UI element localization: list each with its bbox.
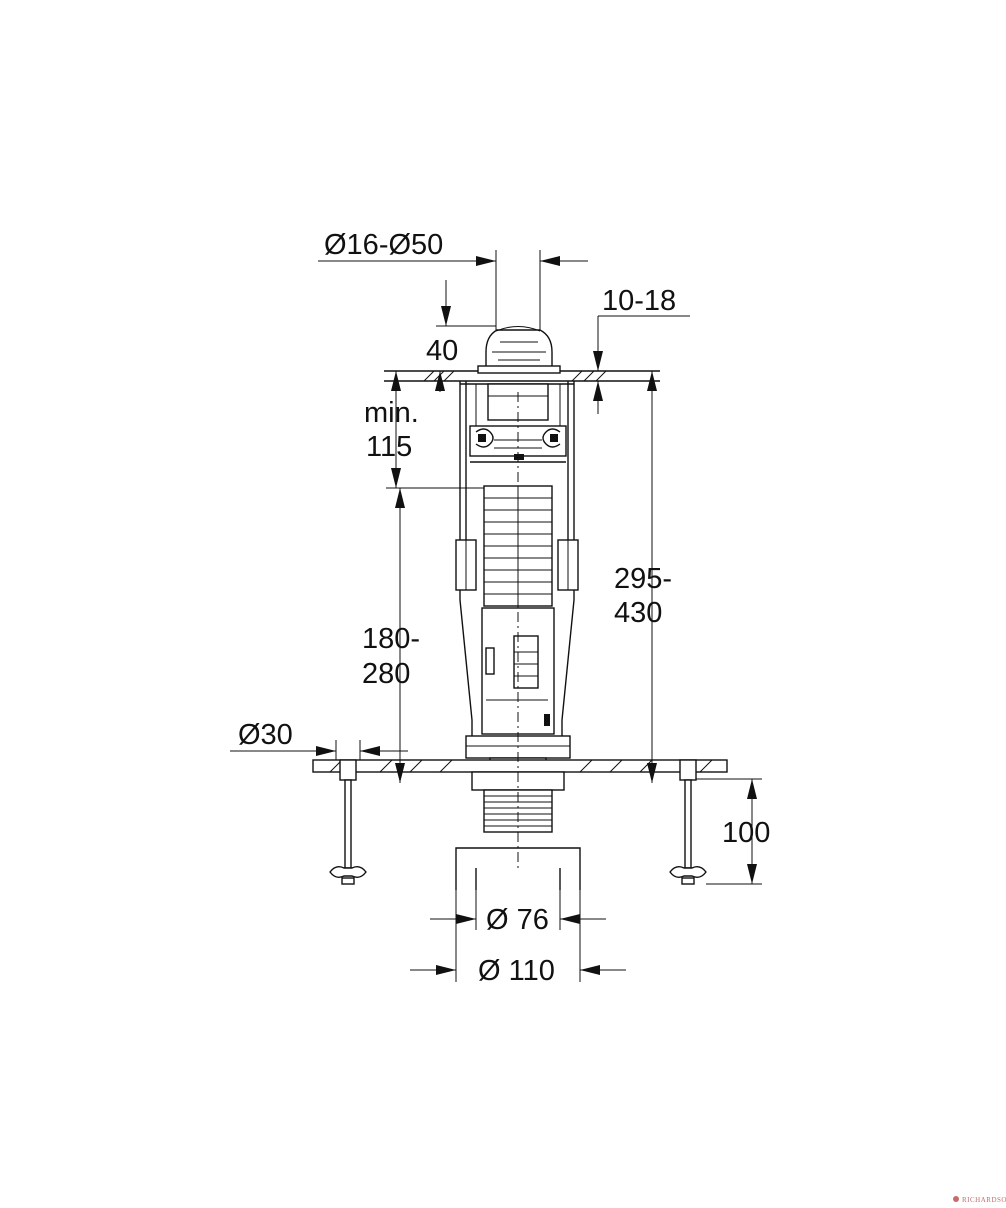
label-range-295: 295- bbox=[614, 563, 672, 595]
left-fixing-bolt bbox=[329, 759, 367, 885]
watermark-logo-icon bbox=[953, 1196, 959, 1202]
label-bolt-length: 100 bbox=[722, 817, 770, 849]
label-top-height: 40 bbox=[426, 335, 458, 367]
dimension-outlet-110 bbox=[410, 890, 626, 982]
dimension-top-height bbox=[435, 280, 496, 392]
label-panel-thickness: 10-18 bbox=[602, 285, 676, 317]
flush-button-cap bbox=[477, 326, 561, 374]
label-min-value: 115 bbox=[366, 431, 412, 463]
dimension-180-280 bbox=[395, 488, 405, 783]
label-outlet-76: Ø 76 bbox=[486, 904, 549, 936]
label-bolt-diameter: Ø30 bbox=[238, 719, 293, 751]
dimension-outlet-76 bbox=[430, 890, 606, 930]
dimension-overflow-diameter bbox=[318, 250, 588, 330]
dimension-bolt-diameter bbox=[230, 740, 408, 760]
right-fixing-bolt bbox=[669, 759, 707, 885]
dimension-panel-thickness bbox=[593, 315, 690, 414]
label-outlet-110: Ø 110 bbox=[478, 955, 555, 987]
label-range-280: 280 bbox=[362, 658, 410, 690]
bottom-plate bbox=[312, 759, 728, 773]
label-min: min. bbox=[364, 397, 419, 429]
dimension-bolt-length bbox=[696, 778, 762, 885]
watermark-text: RICHARDSON bbox=[962, 1196, 1006, 1204]
label-range-180: 180- bbox=[362, 623, 420, 655]
watermark: RICHARDSON bbox=[953, 1196, 1006, 1204]
dimension-min-115 bbox=[386, 371, 484, 489]
label-overflow-diameter: Ø16-Ø50 bbox=[324, 229, 443, 261]
label-range-430: 430 bbox=[614, 597, 662, 629]
dimension-295-430 bbox=[647, 371, 657, 783]
